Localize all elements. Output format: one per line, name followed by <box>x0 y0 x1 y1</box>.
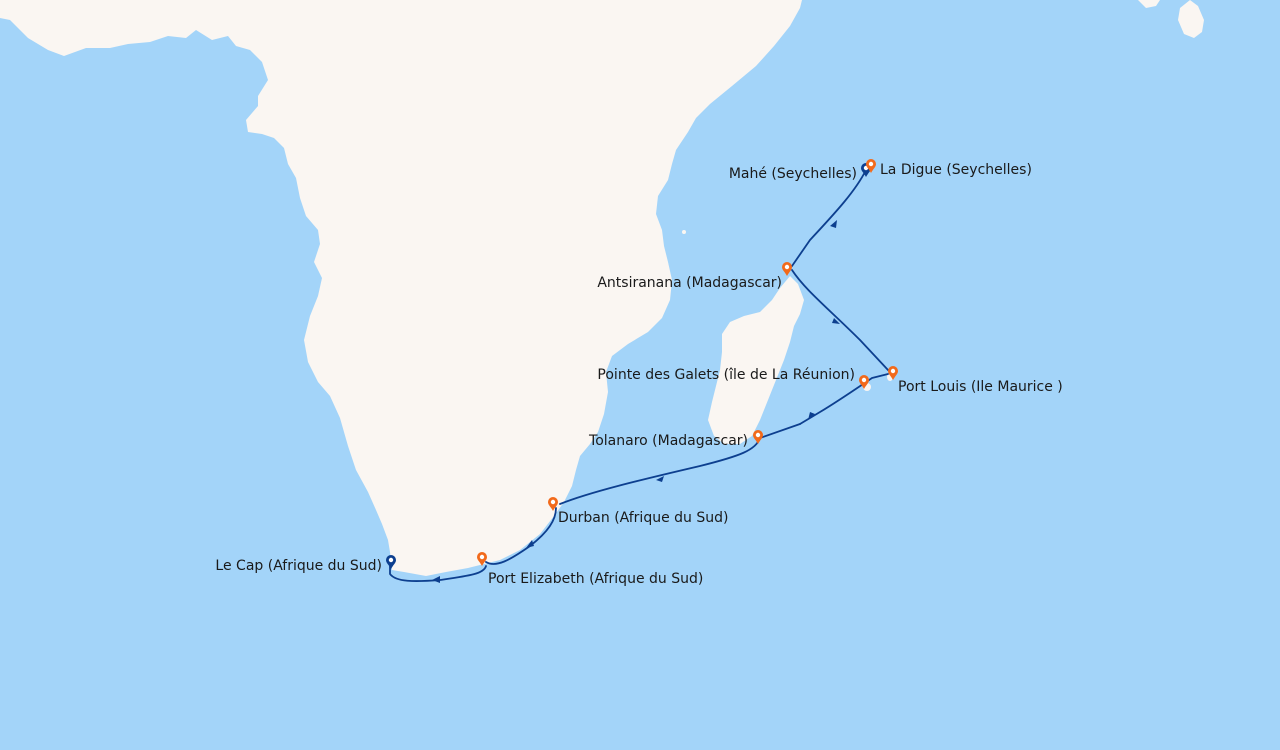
port-label-tolanaro: Tolanaro (Madagascar) <box>588 433 748 449</box>
marker-durban-pin-center <box>550 499 556 505</box>
comoros-island <box>682 230 686 234</box>
madagascar-landmass <box>708 276 804 444</box>
port-label-port-elizabeth: Port Elizabeth (Afrique du Sud) <box>488 571 703 587</box>
port-label-pointe-des-galets: Pointe des Galets (île de La Réunion) <box>597 367 855 383</box>
port-markers <box>386 159 898 569</box>
port-label-antsiranana: Antsiranana (Madagascar) <box>597 275 782 291</box>
direction-arrow-icon <box>808 412 815 420</box>
port-label-mahe: Mahé (Seychelles) <box>729 166 857 182</box>
marker-tolanaro-pin-center <box>755 432 761 438</box>
sri-lanka-landmass <box>1178 0 1204 38</box>
direction-arrow-icon <box>656 476 664 482</box>
direction-arrow-icon <box>832 318 840 324</box>
route-segment <box>791 169 867 267</box>
marker-antsiranana-pin-center <box>784 264 790 270</box>
marker-le-cap-pin-center <box>388 557 394 563</box>
direction-arrow-icon <box>830 220 837 228</box>
marker-port-elizabeth-pin-center <box>479 554 485 560</box>
india-tip-landmass <box>1138 0 1160 8</box>
route-direction-arrows <box>432 220 840 583</box>
marker-pointe-des-galets-pin-center <box>861 377 867 383</box>
port-label-la-digue: La Digue (Seychelles) <box>880 162 1032 178</box>
port-label-port-louis: Port Louis (Ile Maurice ) <box>898 379 1063 395</box>
marker-port-louis-pin-center <box>890 368 896 374</box>
port-labels: Mahé (Seychelles) La Digue (Seychelles) … <box>215 162 1062 587</box>
route-segment <box>799 373 889 425</box>
africa-landmass <box>0 0 802 576</box>
route-segment <box>791 269 889 371</box>
direction-arrow-icon <box>432 576 440 583</box>
port-label-durban: Durban (Afrique du Sud) <box>558 510 728 526</box>
direction-arrow-icon <box>526 540 534 548</box>
port-label-le-cap: Le Cap (Afrique du Sud) <box>215 558 382 574</box>
route-segment <box>559 423 801 505</box>
marker-la-digue-pin-center <box>868 161 874 167</box>
